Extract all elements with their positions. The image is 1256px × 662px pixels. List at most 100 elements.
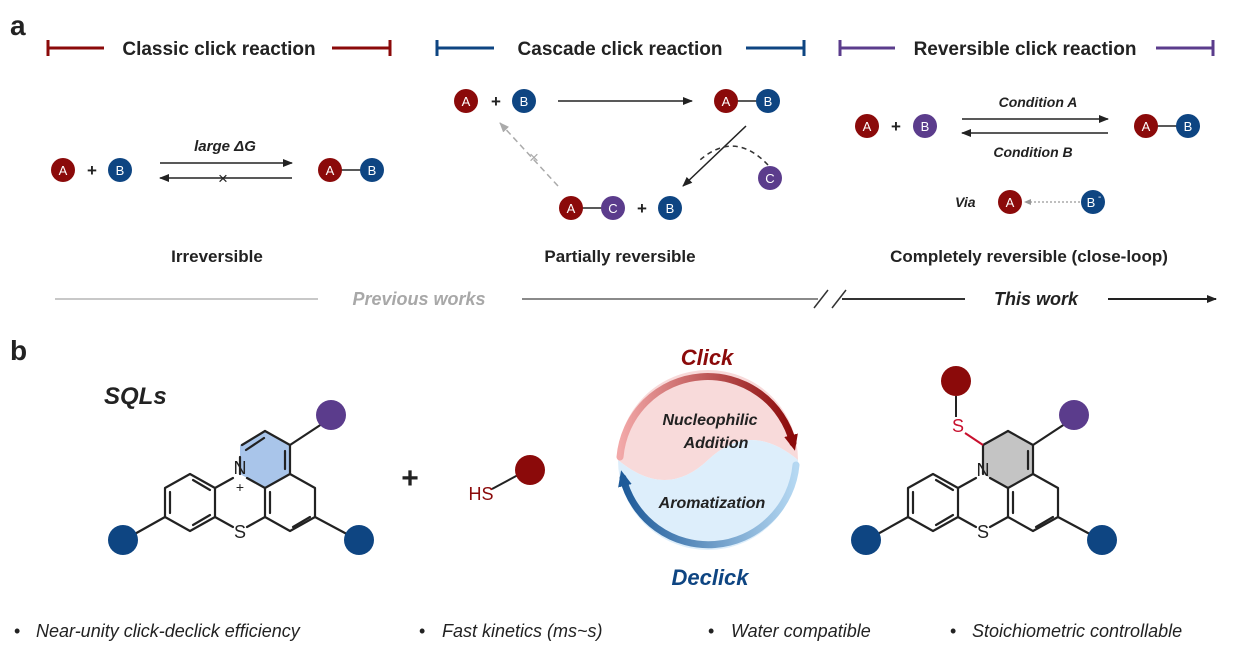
reversible-product-b-label: B — [1184, 119, 1193, 134]
header-classic-label: Classic click reaction — [122, 39, 315, 60]
cascade-node-c — [758, 166, 782, 190]
classic-node-b — [108, 158, 132, 182]
timeline: Previous works This work — [55, 289, 1217, 309]
reversible-caption: Completely reversible (close-loop) — [890, 247, 1168, 266]
classic-product-b-label: B — [368, 163, 377, 178]
cascade-scheme: A + B A B C × A C + B Partially reversib… — [454, 89, 782, 266]
cascade-node-b-label: B — [520, 94, 529, 109]
product-red-substituent — [941, 366, 971, 396]
reversible-condition-b: Condition B — [993, 144, 1072, 160]
reversible-plus: + — [891, 117, 901, 136]
header-reversible: Reversible click reaction — [838, 39, 1215, 60]
click-declick-cycle: Click Nucleophilic Addition Aromatizatio… — [616, 345, 800, 590]
cascade-diagonal-arrow — [682, 125, 747, 187]
cascade-free-b — [658, 196, 682, 220]
cascade-dashed-return-arrow — [499, 122, 559, 187]
declick-arc — [618, 461, 800, 549]
cascade-product-b-label: B — [764, 94, 773, 109]
aromatization-label: Aromatization — [658, 495, 766, 512]
cascade-product-a — [714, 89, 738, 113]
thiol-reagent: HS — [468, 455, 545, 504]
feature-bullet: • — [419, 621, 425, 641]
sqls-positive-charge: + — [236, 479, 244, 495]
thiol-red-substituent — [515, 455, 545, 485]
cascade-caption: Partially reversible — [544, 247, 695, 266]
classic-node-a-label: A — [59, 163, 68, 178]
reversible-node-b — [913, 114, 937, 138]
sqls-molecule: N + S — [108, 400, 374, 555]
reversible-scheme: A + B Condition A Condition B A B Via A … — [855, 94, 1200, 266]
classic-node-a — [51, 158, 75, 182]
reversible-via-b-charge: - — [1098, 192, 1101, 203]
reversible-node-b-label: B — [921, 119, 930, 134]
cascade-node-b — [512, 89, 536, 113]
cascade-plus-1: + — [491, 92, 501, 111]
panel-b-label: b — [10, 335, 27, 366]
sqls-purple-substituent — [316, 400, 346, 430]
feature-list: • Near-unity click-declick efficiency • … — [14, 621, 1182, 641]
reversible-product-a — [1134, 114, 1158, 138]
cycle-top-fill — [618, 370, 798, 480]
header-classic: Classic click reaction — [46, 39, 392, 60]
sqls-label: SQLs — [104, 383, 167, 410]
header-reversible-label: Reversible click reaction — [914, 39, 1137, 60]
feature-item: Stoichiometric controllable — [972, 621, 1182, 641]
product-thioether-bond — [964, 432, 984, 446]
cascade-product-a-label: A — [722, 94, 731, 109]
reversible-product-a-label: A — [1142, 119, 1151, 134]
cascade-complex-c — [601, 196, 625, 220]
classic-arrow-label: large ΔG — [194, 138, 256, 155]
product-blue-substituent-left — [851, 525, 881, 555]
declick-label: Declick — [671, 565, 750, 590]
addition-label: Addition — [683, 435, 749, 452]
reversible-via-b-label: B — [1087, 195, 1096, 210]
classic-product-a — [318, 158, 342, 182]
feature-item: Fast kinetics (ms~s) — [442, 621, 603, 641]
reversible-via-a-label: A — [1006, 195, 1015, 210]
cascade-node-c-label: C — [765, 171, 774, 186]
thiol-hs-label: HS — [468, 484, 493, 504]
classic-product-b — [360, 158, 384, 182]
sqls-sulfur: S — [234, 522, 246, 542]
cascade-node-a-label: A — [462, 94, 471, 109]
product-ring-fill — [983, 431, 1033, 488]
header-cascade-label: Cascade click reaction — [518, 39, 723, 60]
sqls-nitrogen: N — [234, 458, 247, 478]
feature-item: Water compatible — [731, 621, 871, 641]
cascade-blocked-mark: × — [529, 148, 539, 167]
click-arc — [616, 373, 798, 461]
cascade-c-dashed-curve — [699, 145, 769, 166]
header-cascade: Cascade click reaction — [435, 39, 806, 60]
reversible-node-a — [855, 114, 879, 138]
product-molecule: S N S — [851, 366, 1117, 555]
feature-item: Near-unity click-declick efficiency — [36, 621, 301, 641]
reversible-via-a — [998, 190, 1022, 214]
timeline-break-2 — [831, 289, 847, 309]
classic-blocked-mark: × — [218, 169, 228, 188]
timeline-previous-label: Previous works — [352, 289, 485, 309]
click-label: Click — [681, 345, 735, 370]
classic-caption: Irreversible — [171, 247, 263, 266]
product-sulfur: S — [977, 522, 989, 542]
feature-bullet: • — [14, 621, 20, 641]
cascade-node-a — [454, 89, 478, 113]
sqls-blue-substituent-left — [108, 525, 138, 555]
sqls-blue-substituent-right — [344, 525, 374, 555]
reversible-product-b — [1176, 114, 1200, 138]
cascade-complex-a — [559, 196, 583, 220]
cascade-complex-c-label: C — [608, 201, 617, 216]
product-blue-substituent-right — [1087, 525, 1117, 555]
timeline-current-label: This work — [994, 289, 1079, 309]
reversible-node-a-label: A — [863, 119, 872, 134]
cycle-bottom-fill — [618, 440, 798, 550]
classic-scheme: A + B large ΔG × A B Irreversible — [51, 138, 384, 266]
panel-a-label: a — [10, 10, 26, 41]
cascade-free-b-label: B — [666, 201, 675, 216]
nucleophilic-label: Nucleophilic — [662, 412, 757, 429]
feature-bullet: • — [708, 621, 714, 641]
product-thio-sulfur: S — [952, 416, 964, 436]
timeline-break-1 — [813, 289, 829, 309]
product-purple-substituent — [1059, 400, 1089, 430]
cascade-plus-2: + — [637, 199, 647, 218]
